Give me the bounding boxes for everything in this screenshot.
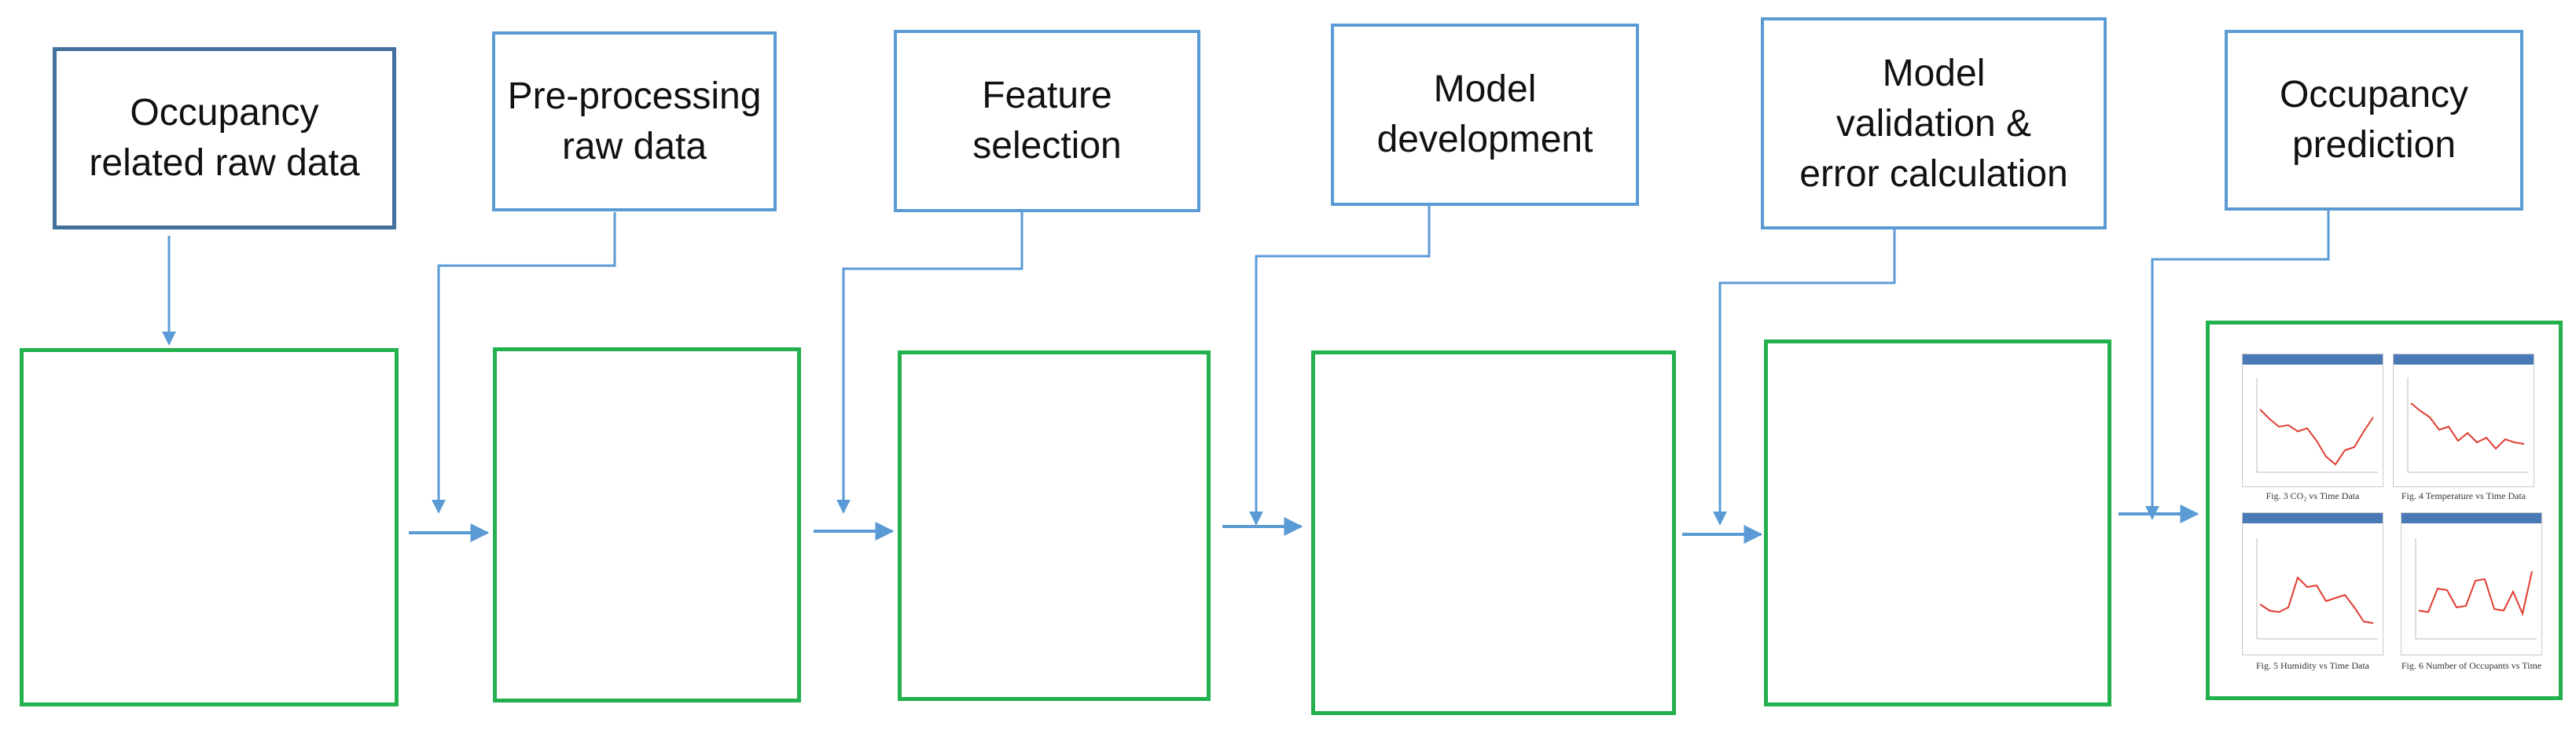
- stage-box-model-validation: [1764, 339, 2111, 706]
- label-box-model-validation: Model validation & error calculation: [1761, 17, 2107, 229]
- label-box-pre-processing: Pre-processing raw data: [492, 31, 777, 211]
- caption-humidity: Fig. 5 Humidity vs Time Data: [2255, 660, 2370, 671]
- connector-4: [1249, 206, 1431, 526]
- label-feature-selection: Feature selection: [972, 75, 1122, 167]
- label-box-feature-selection: Feature selection: [894, 30, 1200, 212]
- mini-chart-line: [2418, 570, 2533, 617]
- caption-occupants: Fig. 6 Number of Occupants vs Time: [2401, 660, 2542, 671]
- mini-chart-temperature: [2393, 354, 2534, 487]
- mini-chart-co2: [2242, 354, 2383, 487]
- stage-box-feature-selection: [898, 350, 1211, 701]
- connector-6: [2145, 204, 2330, 520]
- stage-box-model-development: [1311, 350, 1676, 715]
- mini-chart-line: [2259, 576, 2374, 624]
- label-pre-processing: Pre-processing raw data: [507, 75, 762, 167]
- mini-chart-occupants: [2401, 512, 2542, 655]
- connector-5: [1713, 229, 1896, 526]
- connector-3: [836, 212, 1023, 514]
- label-box-raw-data: Occupancy related raw data: [53, 47, 396, 229]
- stage-box-raw-data: [20, 348, 399, 706]
- label-occupancy-prediction: Occupancy prediction: [2279, 74, 2469, 166]
- label-model-development: Model development: [1376, 68, 1593, 160]
- mini-chart-humidity: [2242, 512, 2383, 655]
- connector-2: [432, 212, 616, 514]
- mini-chart-line: [2259, 409, 2374, 466]
- caption-temperature: Fig. 4 Temperature vs Time Data: [2401, 490, 2526, 501]
- caption-co2: Fig. 3 CO₂ vs Time Data: [2265, 490, 2360, 501]
- label-model-validation: Model validation & error calculation: [1799, 53, 2068, 195]
- mini-chart-line: [2410, 402, 2525, 450]
- stage-box-pre-processing: [493, 347, 801, 702]
- label-box-model-development: Model development: [1331, 24, 1639, 206]
- label-box-occupancy-prediction: Occupancy prediction: [2225, 30, 2523, 211]
- label-raw-data: Occupancy related raw data: [89, 92, 360, 184]
